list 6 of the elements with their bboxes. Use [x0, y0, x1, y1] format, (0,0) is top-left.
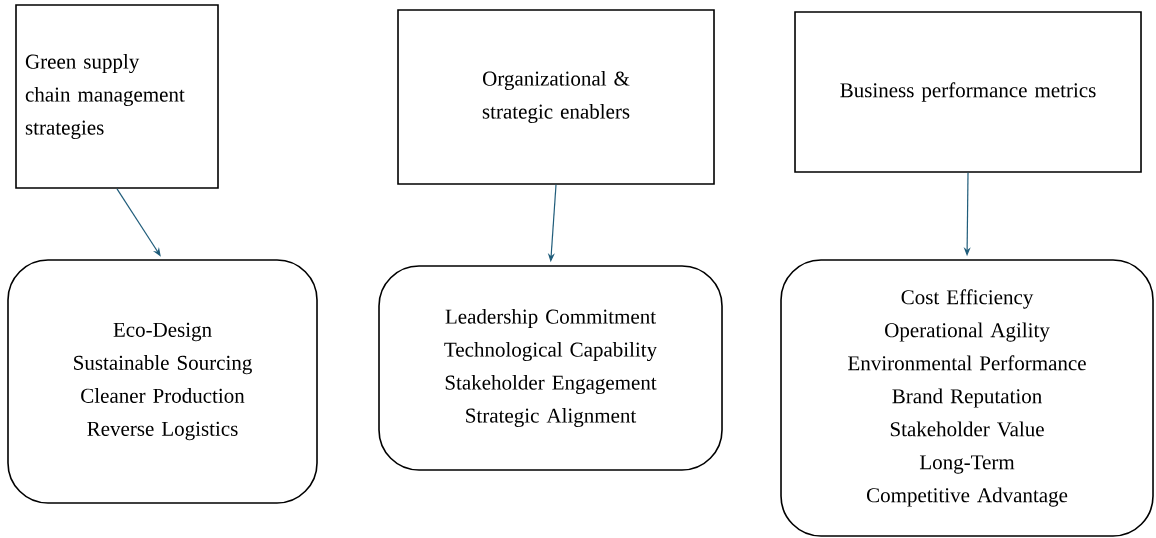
- rounded-box: Leadership Commitment Technological Capability Stakeholder Engagement Strategic Alignment: [378, 265, 723, 471]
- box: Organizational & strategic enablers: [397, 9, 715, 185]
- rounded-box: Eco-Design Sustainable Sourcing Cleaner Production Reverse Logistics: [7, 259, 318, 504]
- box: Business performance metrics: [794, 11, 1142, 173]
- box: Green supply chain management strategies: [15, 4, 219, 189]
- rounded-box: Cost Efficiency Operational Agility Environmental Performance Brand Reputation Stakeholder Value Long-Term Competitive Advantage: [780, 259, 1154, 537]
